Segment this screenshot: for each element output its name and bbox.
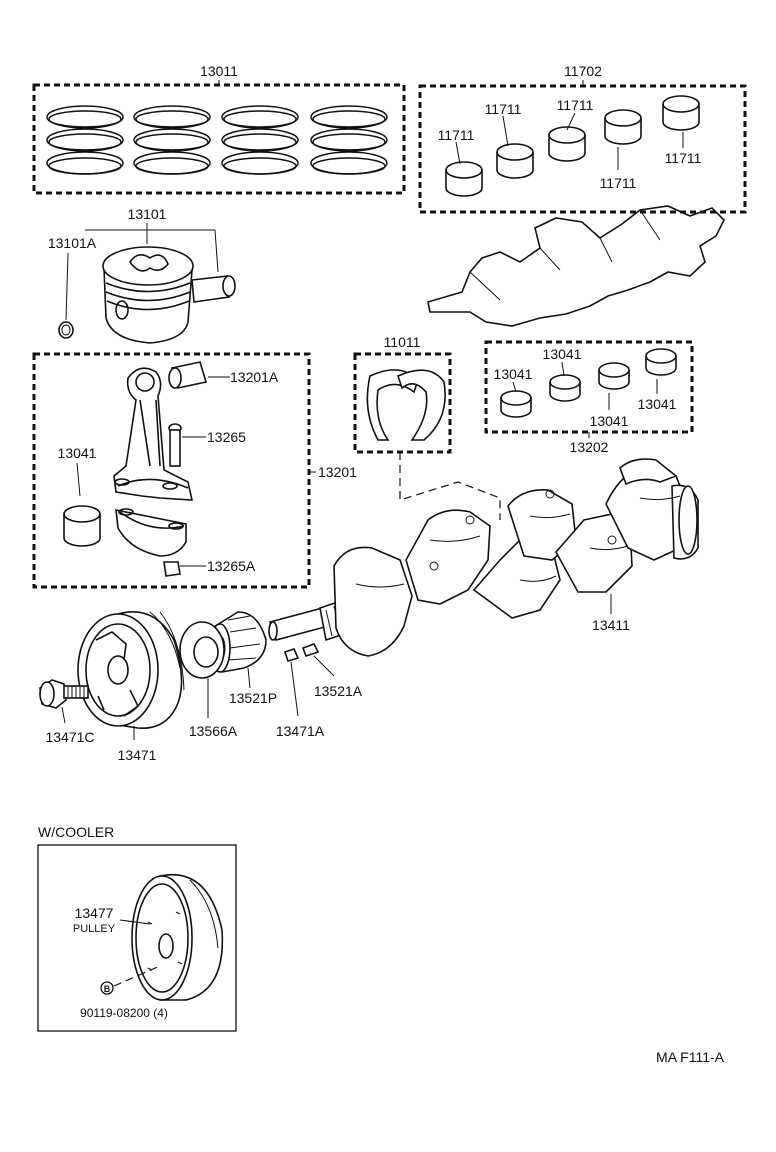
main-bearing-shell-2: 11711	[485, 101, 534, 179]
piston-group: 13101	[85, 206, 236, 344]
pulley-bolt-group: 13471C	[39, 679, 95, 745]
key-13471A-group: 13471A	[276, 648, 325, 739]
label-13041-d: 13041	[638, 396, 677, 412]
rod-nut: 13265A	[163, 558, 256, 577]
pulley-bolt	[39, 679, 89, 709]
cooler-pulley-name: PULLEY	[73, 923, 116, 935]
label-13041-c: 13041	[590, 413, 629, 429]
thrust-washer-right	[397, 369, 446, 441]
thrust-washer-box	[353, 352, 452, 454]
piston	[102, 246, 194, 344]
cooler-bolt-number: 90119-08200 (4)	[80, 1006, 168, 1020]
label-13101: 13101	[128, 206, 167, 222]
rod-bearing-set-box	[484, 340, 694, 434]
main-bearing-shell-3: 11711	[548, 97, 594, 162]
bolt-symbol-b: B	[100, 981, 114, 995]
label-13471C: 13471C	[45, 729, 94, 745]
piston-pin	[191, 275, 236, 303]
cooler-inset: W/COOLER 13477 PULLEY B 90119-08200 (4)	[37, 824, 237, 1032]
piston-ring-set-group: 13011	[32, 63, 406, 195]
label-13202: 13202	[570, 439, 609, 455]
label-13265: 13265	[207, 429, 246, 445]
rod-bearing-set-group: 13202 13041 13041 13041 13041	[484, 340, 694, 455]
connecting-rod-group: 13201 13201A 13265	[32, 352, 357, 589]
label-11711-d: 11711	[600, 175, 637, 191]
connecting-rod-box	[32, 352, 311, 589]
main-bearing-shell-5: 11711	[662, 95, 702, 166]
oil-slinger-group: 13566A	[179, 621, 238, 739]
rod-bearing-shell: 13041	[58, 445, 101, 547]
crankshaft	[268, 458, 699, 657]
label-11711-a: 11711	[438, 127, 475, 143]
rod-bearing-shell-c: 13041	[590, 362, 630, 429]
label-13521P: 13521P	[229, 690, 277, 706]
label-13041-rod: 13041	[58, 445, 97, 461]
figure-code: MA F111-A	[656, 1049, 725, 1065]
crankshaft-group: 13411	[268, 458, 699, 657]
label-11702: 11702	[564, 63, 602, 79]
piston-ring-set-box	[32, 83, 406, 195]
rod-bearing-shell-a: 13041	[494, 366, 533, 418]
crank-pulley-group: 13471	[77, 611, 185, 763]
rod-bearing-shell-b: 13041	[543, 346, 582, 402]
label-13201A: 13201A	[230, 369, 279, 385]
label-11711-c: 11711	[557, 97, 594, 113]
thrust-washer-group: 11011	[353, 334, 501, 520]
label-11011: 11011	[384, 334, 421, 350]
crankshaft-outline-ghost	[427, 205, 725, 327]
main-bearing-shell-4: 11711	[600, 109, 642, 191]
label-13411: 13411	[592, 617, 630, 633]
connecting-rod-cap	[115, 508, 187, 557]
rod-bushing: 13201A	[168, 361, 279, 389]
rod-bearing-shell-d: 13041	[638, 348, 677, 412]
label-13471A: 13471A	[276, 723, 325, 739]
rod-bolt: 13265	[168, 423, 246, 467]
label-13101A: 13101A	[48, 235, 97, 251]
woodruff-key-b	[283, 648, 300, 662]
crank-pulley	[77, 611, 185, 730]
cooler-title: W/COOLER	[38, 824, 114, 840]
woodruff-key-a	[301, 643, 320, 658]
snap-ring-group: 13101A	[48, 235, 97, 339]
label-13041-a: 13041	[494, 366, 533, 382]
key-13521A-group: 13521A	[301, 643, 363, 699]
label-13566A: 13566A	[189, 723, 238, 739]
cooler-pulley-number: 13477	[75, 905, 114, 921]
cooler-pulley	[131, 873, 224, 1001]
main-bearing-set-group: 11702 11711 11711 11711 11711	[418, 63, 747, 214]
label-13471: 13471	[118, 747, 157, 763]
label-13011: 13011	[200, 63, 238, 79]
snap-ring	[58, 321, 74, 339]
label-11711-e: 11711	[665, 150, 702, 166]
label-13265A: 13265A	[207, 558, 256, 574]
main-bearing-shell-1: 11711	[438, 127, 483, 197]
cooler-box	[37, 844, 237, 1032]
label-13521A: 13521A	[314, 683, 363, 699]
label-13201: 13201	[318, 464, 357, 480]
label-11711-b: 11711	[485, 101, 522, 117]
connecting-rod	[113, 367, 194, 501]
svg-text:B: B	[104, 984, 111, 994]
piston-rings	[46, 105, 388, 175]
label-13041-b: 13041	[543, 346, 582, 362]
